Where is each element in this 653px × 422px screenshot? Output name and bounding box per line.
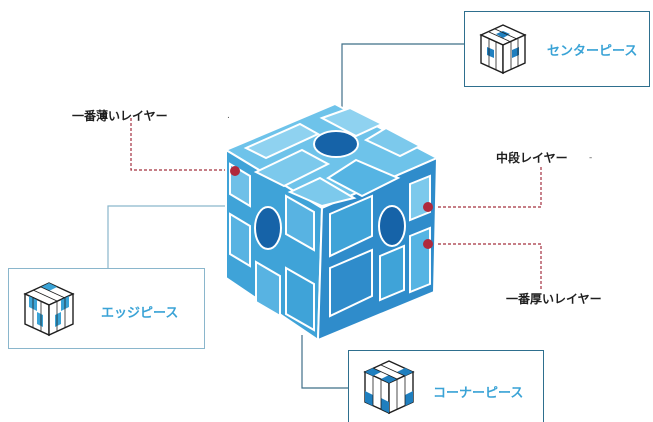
edge-connector — [107, 205, 228, 268]
center-connector — [341, 43, 464, 118]
corner-piece-legend: コーナーピース — [348, 350, 544, 422]
center-piece-mini-cube-icon — [479, 24, 527, 75]
right-tile — [379, 244, 405, 302]
middle-layer-connector — [428, 166, 542, 208]
top-face-tiles — [243, 106, 423, 208]
thinnest-layer-label: 一番薄いレイヤー — [72, 109, 168, 123]
right-tile — [329, 194, 373, 258]
left-tile — [255, 260, 281, 318]
edge-piece-legend: エッジピース — [8, 268, 205, 349]
edge-piece-label: エッジピース — [101, 306, 179, 321]
thickest-layer-label: 一番厚いレイヤー — [506, 292, 602, 306]
layer-markers — [230, 166, 433, 249]
mirror-cube — [223, 102, 440, 342]
middle-layer-label: 中段レイヤー — [496, 151, 568, 165]
right-tile — [409, 174, 431, 222]
right-center-piece — [378, 205, 406, 247]
edge-piece-mini-cube-icon — [23, 282, 75, 337]
left-tile — [285, 194, 315, 252]
center-piece-label: センターピース — [547, 44, 638, 59]
left-tile — [285, 266, 315, 332]
stray-mark: - — [589, 153, 592, 163]
top-tile — [243, 122, 321, 160]
corner-piece-mini-cube-icon — [363, 360, 415, 415]
thinnest-layer-connector — [130, 118, 233, 171]
top-center-piece — [313, 130, 359, 158]
thickest-layer-connector — [428, 243, 542, 290]
left-center-piece — [254, 206, 282, 250]
top-tile — [287, 176, 357, 208]
left-face-tiles — [229, 162, 315, 332]
thinnest-layer-marker — [230, 166, 240, 176]
corner-connector — [301, 335, 348, 389]
top-tile — [363, 126, 423, 158]
top-tile — [319, 106, 385, 138]
right-tile — [329, 248, 373, 318]
right-face-tiles — [329, 174, 431, 318]
corner-piece-label: コーナーピース — [433, 386, 524, 401]
center-piece-legend: センターピース — [464, 11, 650, 87]
connector-lines — [107, 43, 542, 389]
thickest-layer-marker — [423, 239, 433, 249]
middle-layer-marker — [423, 202, 433, 212]
stray-mark: . — [227, 111, 230, 121]
left-tile — [229, 212, 251, 268]
right-tile — [409, 226, 431, 294]
top-tile — [326, 158, 401, 198]
top-tile — [253, 148, 331, 188]
